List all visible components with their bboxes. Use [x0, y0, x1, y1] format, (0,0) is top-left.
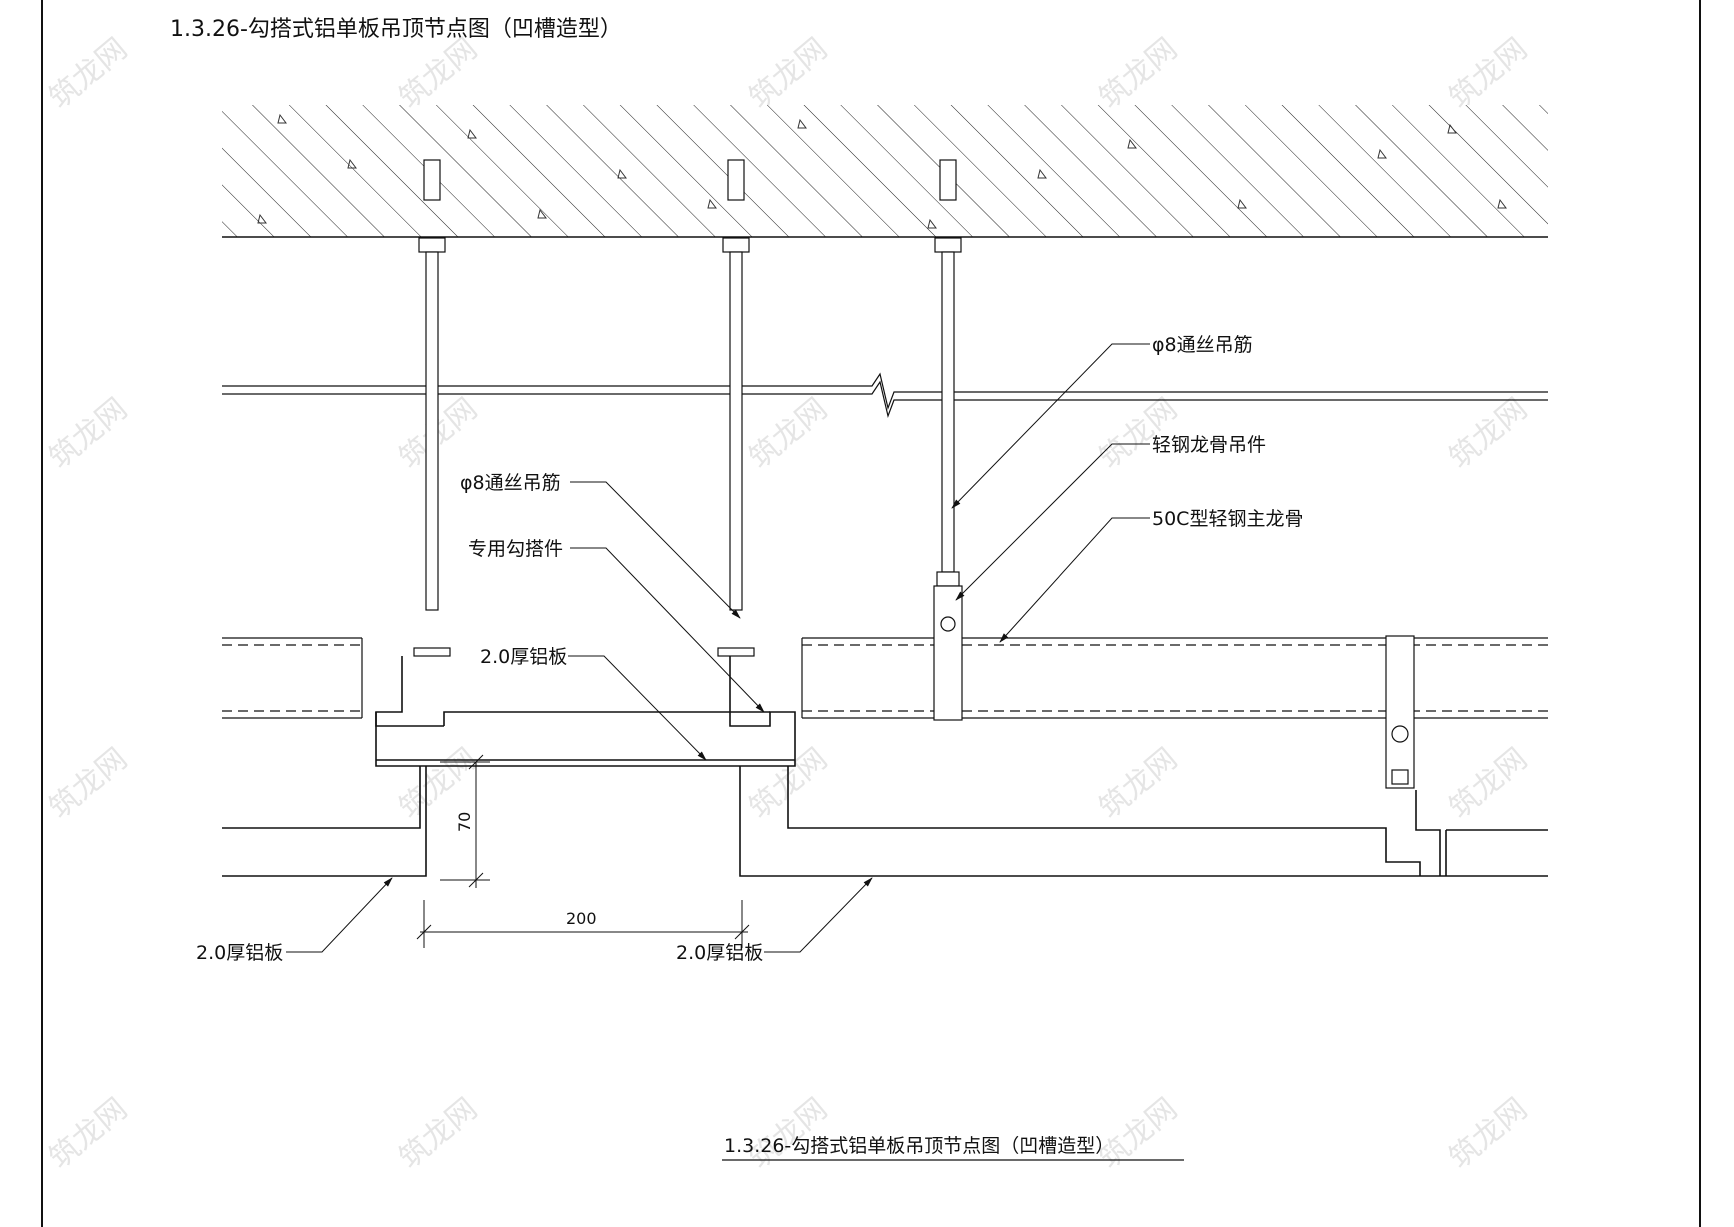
dimension-groove-width	[416, 900, 750, 948]
watermark: 筑龙网	[43, 741, 134, 826]
watermark: 筑龙网	[43, 1091, 134, 1176]
callout-rod-left: φ8通丝吊筋	[460, 472, 561, 494]
watermark: 筑龙网	[393, 1091, 484, 1176]
watermark: 筑龙网	[1443, 741, 1534, 826]
main-keel	[222, 637, 1548, 719]
callout-hanger: 轻钢龙骨吊件	[1152, 434, 1266, 456]
callout-plate-bottom-mid: 2.0厚铝板	[676, 942, 763, 964]
callout-hook-piece: 专用勾搭件	[468, 538, 563, 560]
break-line	[222, 372, 1548, 419]
aluminium-plates	[222, 656, 1548, 877]
watermark: 筑龙网	[393, 31, 484, 116]
watermark: 筑龙网	[1093, 31, 1184, 116]
suspension-rods	[413, 159, 962, 657]
watermark: 筑龙网	[1443, 391, 1534, 476]
watermark: 筑龙网	[1443, 1091, 1534, 1176]
watermark: 筑龙网	[1093, 741, 1184, 826]
callout-plate-mid: 2.0厚铝板	[480, 646, 567, 668]
watermark: 筑龙网	[743, 31, 834, 116]
dimension-depth-label: 70	[455, 812, 474, 832]
dimension-groove-depth	[440, 754, 490, 888]
watermark: 筑龙网	[1443, 31, 1534, 116]
watermark: 筑龙网	[1093, 1091, 1184, 1176]
leader-lines	[286, 343, 1150, 953]
callout-rod-right: φ8通丝吊筋	[1152, 334, 1253, 356]
watermark: 筑龙网	[43, 391, 134, 476]
callout-plate-bottom-left: 2.0厚铝板	[196, 942, 283, 964]
drawing-title-top: 1.3.26-勾搭式铝单板吊顶节点图（凹槽造型）	[170, 17, 622, 42]
concrete-slab	[222, 105, 1548, 238]
dimension-width-label: 200	[566, 909, 597, 928]
drawing-title-bottom: 1.3.26-勾搭式铝单板吊顶节点图（凹槽造型）	[724, 1135, 1114, 1157]
watermark: 筑龙网	[743, 1091, 834, 1176]
callout-main-keel: 50C型轻钢主龙骨	[1152, 508, 1303, 530]
hanger-clips	[933, 585, 1415, 789]
watermark: 筑龙网	[43, 31, 134, 116]
watermark: 筑龙网	[743, 391, 834, 476]
